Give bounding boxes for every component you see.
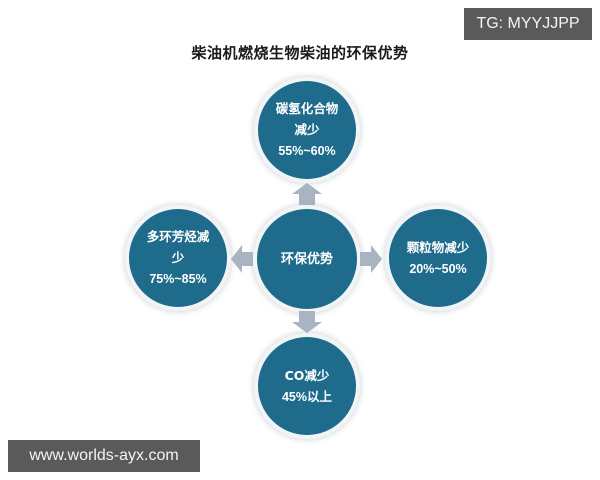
arrow-right-icon: [360, 245, 382, 273]
node-value: 20%~50%: [409, 261, 467, 276]
arrow-up-icon: [292, 183, 322, 205]
node-co-reduction: CO减少 45%以上: [258, 337, 356, 435]
node-label-line: 少: [171, 250, 185, 265]
watermark-website: www.worlds-ayx.com: [8, 440, 200, 472]
node-label-line: 减少: [294, 122, 320, 137]
node-value: 55%~60%: [278, 144, 336, 158]
node-label-line: 碳氢化合物: [275, 101, 339, 116]
center-node-environmental-advantages: 环保优势: [257, 209, 357, 309]
diagram-title: 柴油机燃烧生物柴油的环保优势: [191, 44, 409, 62]
node-value: 45%以上: [281, 389, 333, 404]
arrow-left-icon: [231, 245, 253, 273]
arrow-down-icon: [292, 311, 322, 333]
node-label-line: 颗粒物减少: [406, 239, 470, 255]
node-pah-reduction: 多环芳烃减 少 75%~85%: [129, 209, 227, 307]
node-hydrocarbon-reduction: 碳氢化合物 减少 55%~60%: [258, 81, 356, 179]
node-label-line: CO减少: [284, 367, 330, 383]
node-value: 75%~85%: [149, 272, 207, 286]
center-label: 环保优势: [280, 251, 333, 267]
node-particulate-reduction: 颗粒物减少 20%~50%: [389, 209, 487, 307]
node-label-line: 多环芳烃减: [146, 229, 210, 244]
watermark-telegram: TG: MYYJJPP: [464, 8, 592, 40]
